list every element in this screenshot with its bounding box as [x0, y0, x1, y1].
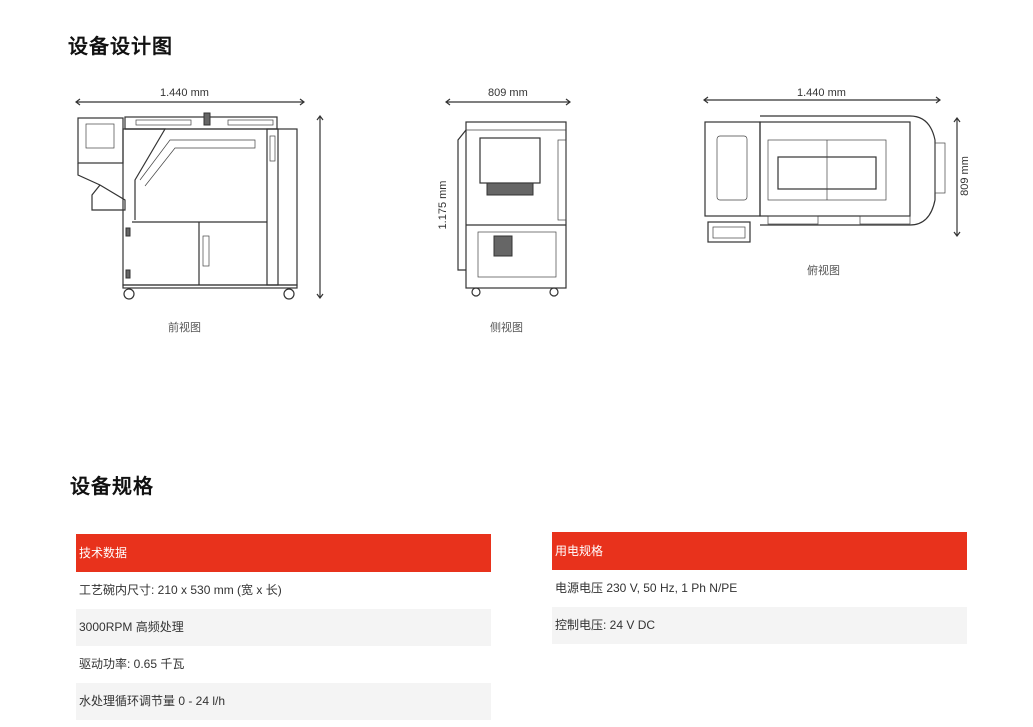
front-machine — [77, 112, 298, 300]
side-width-label: 809 mm — [488, 87, 528, 99]
table-row: 水处理循环调节量 0 - 24 l/h — [76, 683, 491, 720]
table-row: 3000RPM 高频处理 — [76, 609, 491, 646]
power-spec-header: 用电规格 — [552, 532, 967, 570]
tech-data-table: 技术数据 工艺碗内尺寸: 210 x 530 mm (宽 x 长) 3000RP… — [76, 534, 491, 720]
side-view-caption: 侧视图 — [490, 322, 523, 334]
table-row: 驱动功率: 0.65 千瓦 — [79, 657, 185, 671]
tech-data-header: 技术数据 — [76, 534, 491, 572]
front-height-arrow — [316, 115, 324, 299]
top-depth-label: 809 mm — [959, 156, 971, 196]
table-row: 电源电压 230 V, 50 Hz, 1 Ph N/PE — [555, 581, 738, 595]
side-width-arrow — [445, 98, 571, 106]
top-machine — [704, 115, 946, 243]
power-spec-table: 用电规格 电源电压 230 V, 50 Hz, 1 Ph N/PE 控制电压: … — [552, 532, 967, 644]
front-view-svg — [75, 98, 324, 300]
top-view-caption: 俯视图 — [807, 265, 840, 277]
specs-section-title: 设备规格 — [70, 476, 154, 498]
top-width-label: 1.440 mm — [797, 87, 846, 99]
top-view-svg — [703, 96, 961, 243]
side-machine — [457, 121, 567, 297]
side-view-svg — [445, 98, 571, 297]
top-width-arrow — [703, 96, 941, 104]
side-height-label: 1.175 mm — [437, 180, 449, 230]
table-row: 控制电压: 24 V DC — [552, 607, 967, 644]
front-view-caption: 前视图 — [168, 322, 201, 334]
front-width-arrow — [75, 98, 305, 106]
front-width-label: 1.440 mm — [160, 87, 209, 99]
top-depth-arrow — [953, 117, 961, 237]
design-section-title: 设备设计图 — [68, 36, 173, 58]
table-row: 工艺碗内尺寸: 210 x 530 mm (宽 x 长) — [79, 583, 282, 597]
